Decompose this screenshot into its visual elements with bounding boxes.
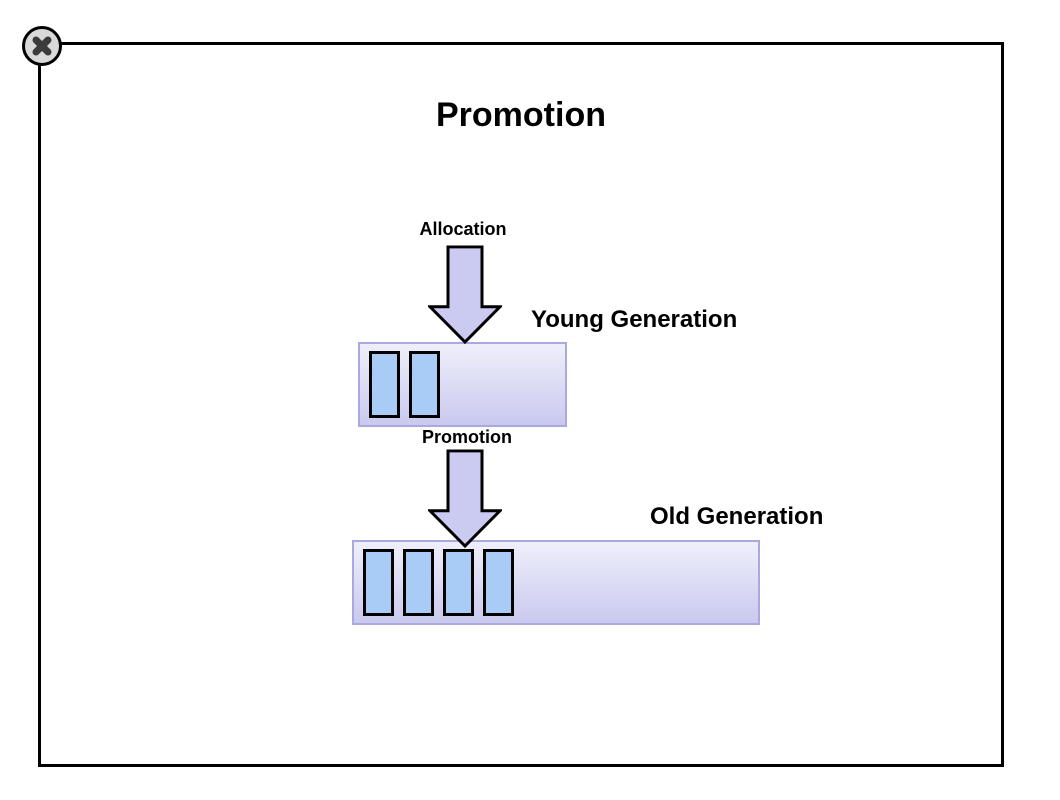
old-generation-region: [352, 540, 760, 625]
young-generation-region: [358, 342, 567, 427]
memory-block: [363, 549, 394, 616]
promotion-arrow-label: Promotion: [422, 427, 512, 447]
close-button[interactable]: [22, 26, 62, 66]
memory-block: [403, 549, 434, 616]
close-icon: [30, 34, 54, 58]
page-title: Promotion: [436, 96, 606, 134]
young-generation-label: Young Generation: [531, 306, 738, 333]
memory-block: [443, 549, 474, 616]
allocation-arrow-label: Allocation: [419, 219, 507, 239]
down-arrow-icon: [428, 245, 502, 345]
memory-block: [483, 549, 514, 616]
old-generation-label: Old Generation: [650, 503, 824, 530]
down-arrow-icon: [428, 449, 502, 549]
young-generation-blocks: [360, 344, 565, 418]
memory-block: [369, 351, 400, 418]
memory-block: [409, 351, 440, 418]
old-generation-blocks: [354, 542, 758, 616]
